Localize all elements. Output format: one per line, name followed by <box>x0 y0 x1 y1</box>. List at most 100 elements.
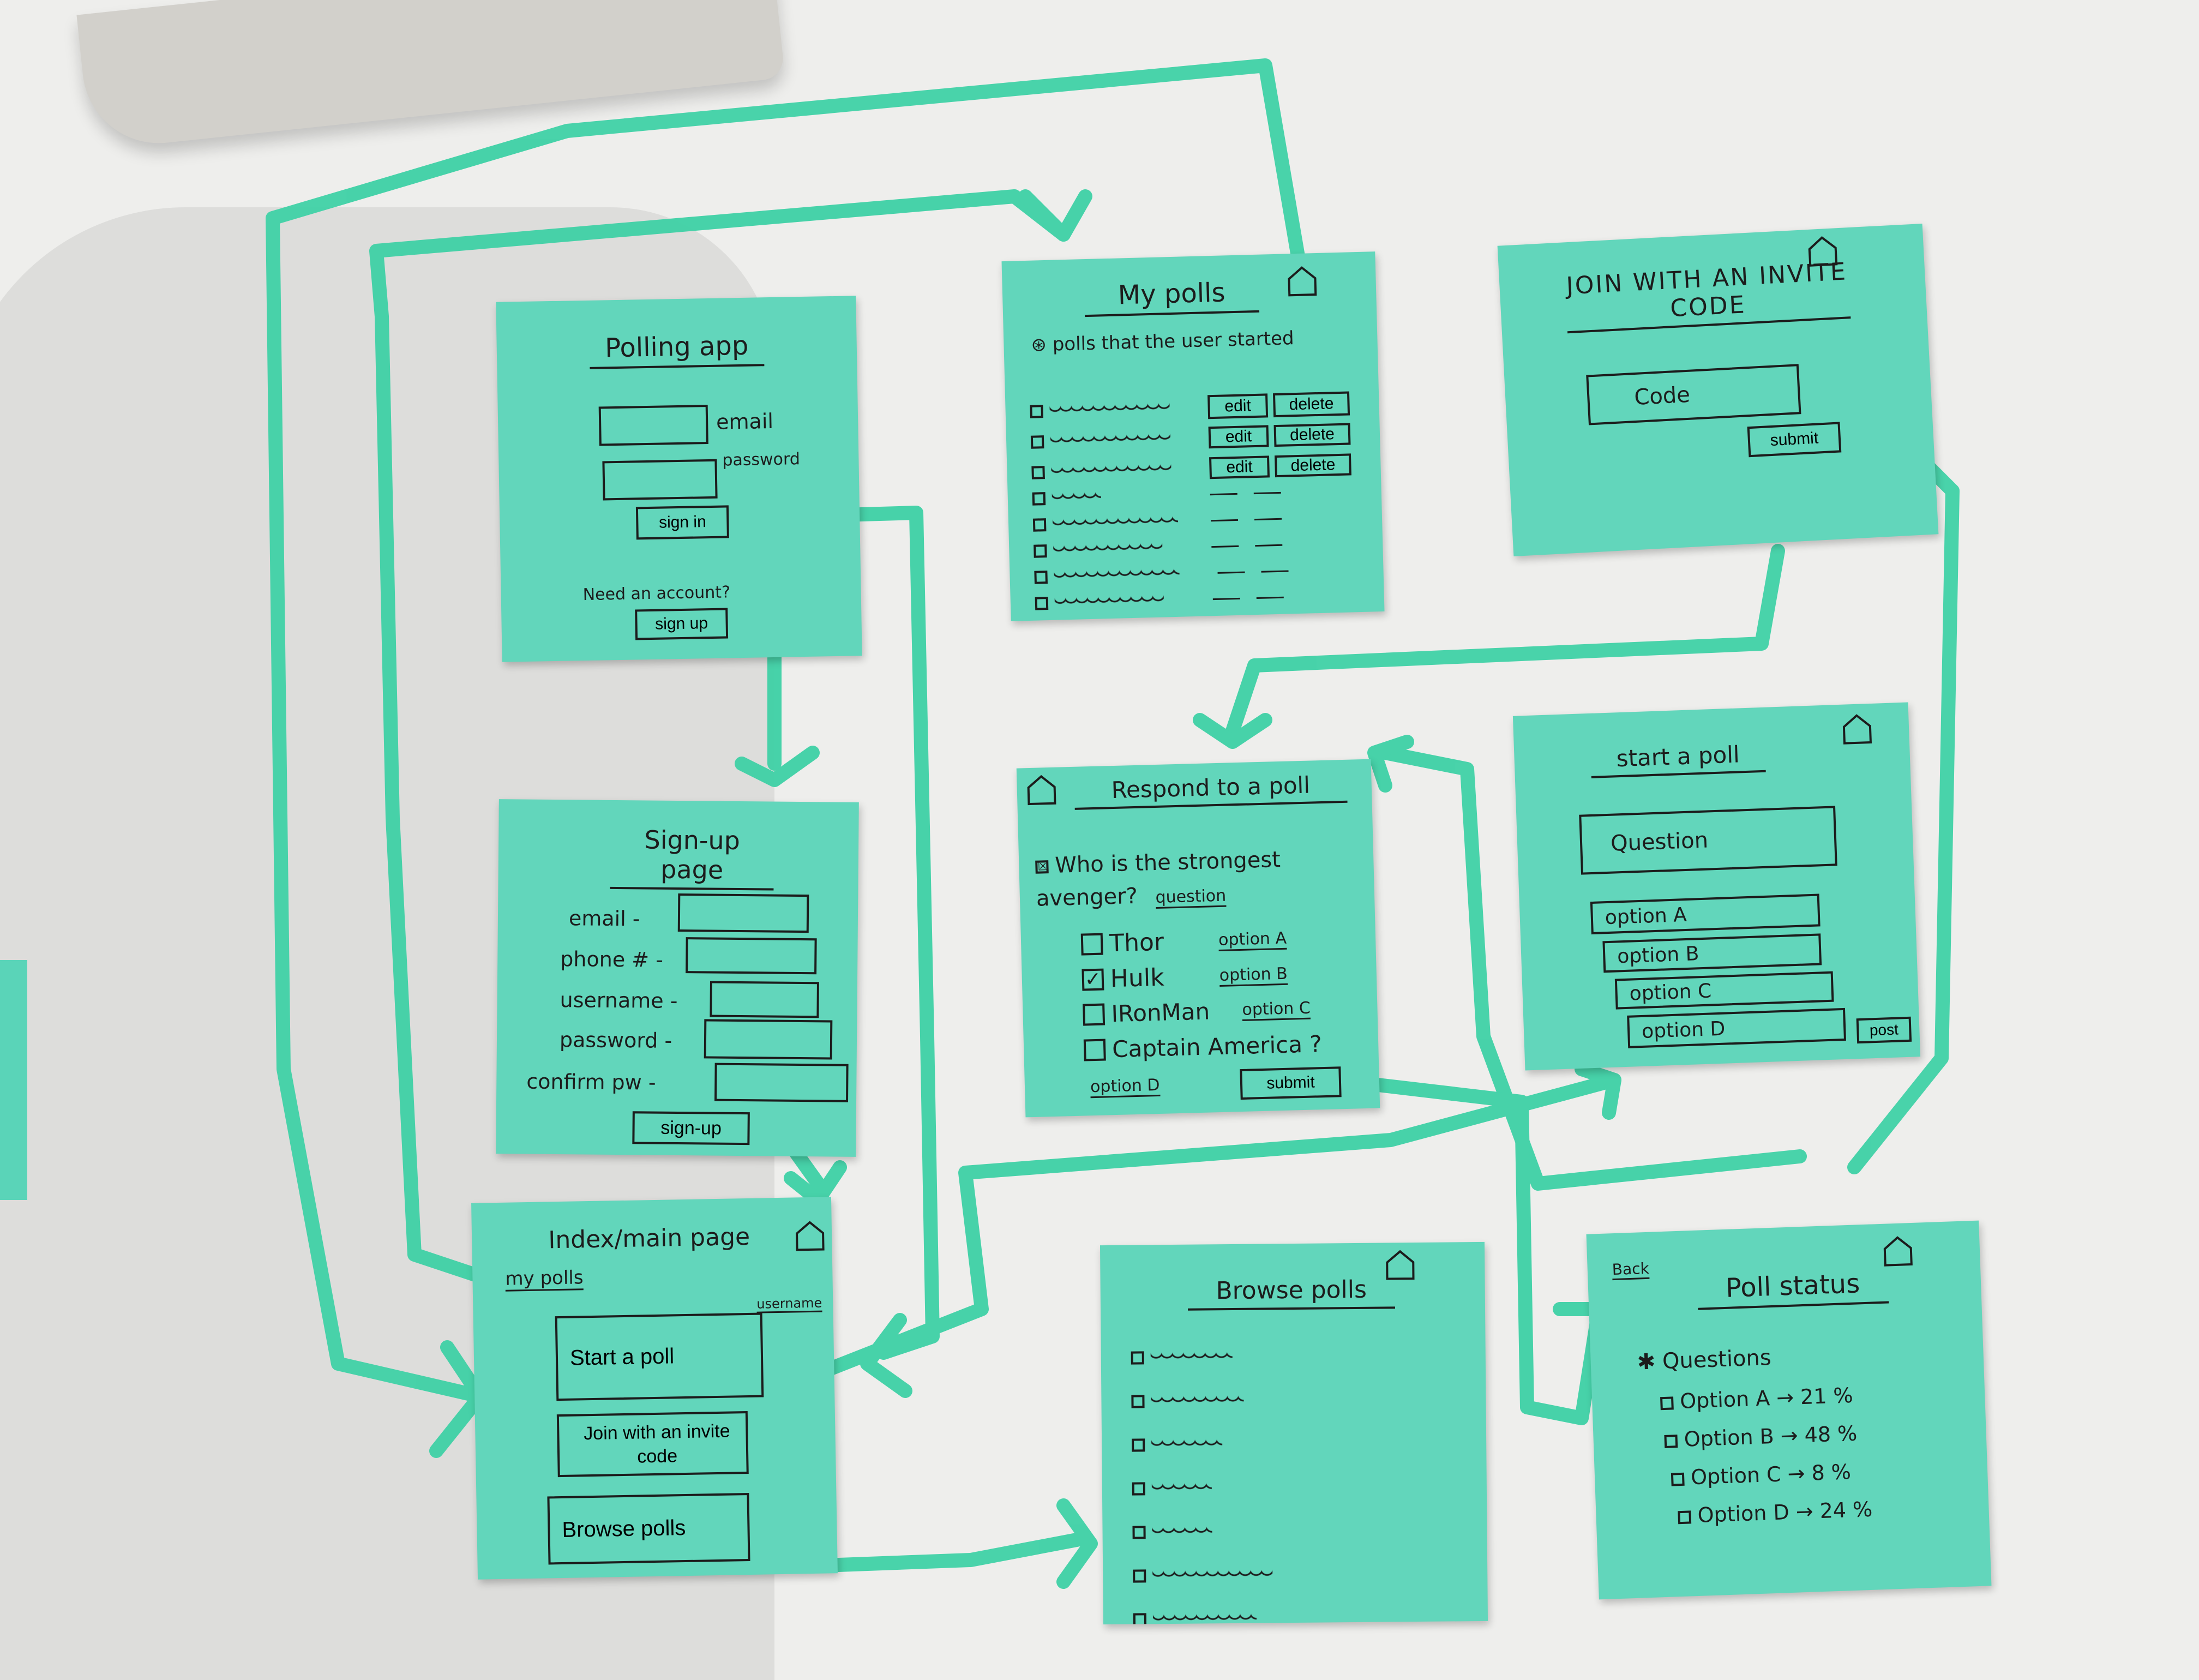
checkbox[interactable] <box>1030 405 1044 418</box>
question-input[interactable]: Question <box>1579 806 1837 875</box>
post-button[interactable]: post <box>1856 1016 1912 1044</box>
join-submit-button[interactable]: submit <box>1747 422 1842 458</box>
start-poll-button[interactable]: Start a poll <box>555 1312 764 1401</box>
poll-name-scribble <box>1151 1483 1212 1495</box>
list-item[interactable] <box>1131 1394 1244 1408</box>
option-row-ironman[interactable]: IRonMan option C <box>1083 995 1311 1028</box>
sticky-start-poll: start a poll Question option A option B … <box>1512 702 1921 1071</box>
checkbox[interactable] <box>1032 518 1047 532</box>
browse-polls-button[interactable]: Browse polls <box>547 1493 750 1565</box>
list-item[interactable] <box>1034 565 1289 584</box>
signup-confirm-field[interactable] <box>714 1063 849 1102</box>
option-c-input[interactable]: option C <box>1614 971 1834 1010</box>
signup-username-label: username - <box>560 988 678 1013</box>
join-title: JOIN WITH AN INVITE CODE <box>1564 257 1851 334</box>
delete-button[interactable]: delete <box>1274 453 1351 478</box>
list-item[interactable] <box>1034 538 1283 558</box>
checkbox[interactable] <box>1034 544 1047 558</box>
checkbox[interactable] <box>1132 1482 1145 1496</box>
checkbox[interactable] <box>1133 1613 1147 1625</box>
house-icon[interactable] <box>794 1219 827 1252</box>
checkbox[interactable] <box>1132 1526 1146 1539</box>
my-polls-subtitle: ⊛ polls that the user started <box>1031 326 1337 356</box>
blank-edit <box>1217 571 1245 574</box>
signup-username-field[interactable] <box>710 981 819 1018</box>
signup-password-label: password - <box>559 1028 672 1053</box>
poll-name-scribble <box>1053 542 1163 556</box>
option-b-input[interactable]: option B <box>1602 933 1822 973</box>
browse-list <box>1131 1348 1458 1625</box>
checkbox[interactable] <box>1034 571 1048 584</box>
option-label: Captain America ? <box>1111 1030 1323 1063</box>
delete-button[interactable]: delete <box>1272 391 1350 418</box>
option-d-input[interactable]: option D <box>1627 1007 1847 1048</box>
list-item[interactable] <box>1132 1438 1223 1452</box>
sticky-index-main: Index/main page my polls username Start … <box>471 1197 838 1580</box>
list-item[interactable]: edit delete <box>1030 423 1351 453</box>
invite-code-input[interactable]: Code <box>1586 364 1801 425</box>
checkbox[interactable] <box>1032 492 1046 506</box>
my-polls-link[interactable]: my polls <box>505 1267 584 1292</box>
radio-checkbox[interactable] <box>1083 1003 1105 1026</box>
house-icon[interactable] <box>1805 233 1840 268</box>
arrow-start-back <box>1378 746 1807 1191</box>
option-row-thor[interactable]: Thor option A <box>1080 925 1287 958</box>
my-polls-title: My polls <box>1084 276 1260 317</box>
signup-email-field[interactable] <box>677 893 809 933</box>
list-item[interactable] <box>1131 1351 1233 1365</box>
option-row-captain[interactable]: Captain America ? <box>1083 1030 1323 1063</box>
status-title: Poll status <box>1697 1267 1889 1310</box>
checkbox[interactable] <box>1030 435 1044 449</box>
edit-button[interactable]: edit <box>1207 393 1269 419</box>
signup-phone-field[interactable] <box>686 937 817 975</box>
password-label: password <box>722 449 801 470</box>
signup-password-field[interactable] <box>704 1019 833 1060</box>
radio-checkbox[interactable] <box>1083 1039 1106 1061</box>
checkbox[interactable] <box>1131 1395 1145 1408</box>
back-link[interactable]: Back <box>1612 1259 1650 1281</box>
list-item[interactable] <box>1132 1525 1212 1539</box>
sticky-join-invite: JOIN WITH AN INVITE CODE Code submit <box>1497 223 1939 557</box>
edit-button[interactable]: edit <box>1209 455 1270 479</box>
list-item[interactable]: edit delete <box>1030 391 1350 423</box>
join-invite-label: Join with an invite code <box>583 1420 730 1467</box>
username-link[interactable]: username <box>756 1295 822 1313</box>
house-icon[interactable] <box>1881 1234 1915 1268</box>
sticky-polling-app: Polling app email password sign in Need … <box>496 296 862 662</box>
polling-app-title: Polling app <box>589 330 765 369</box>
radio-checkbox-checked[interactable]: ✓ <box>1082 968 1104 991</box>
checkbox[interactable] <box>1131 1351 1144 1365</box>
list-item[interactable] <box>1133 1612 1257 1625</box>
list-item[interactable] <box>1035 591 1284 610</box>
radio-checkbox[interactable] <box>1080 933 1103 956</box>
list-item[interactable]: edit delete <box>1031 453 1351 483</box>
house-icon[interactable] <box>1285 264 1319 298</box>
house-icon[interactable] <box>1840 712 1874 746</box>
edit-button[interactable]: edit <box>1208 425 1269 449</box>
sign-up-button[interactable]: sign up <box>635 608 729 640</box>
list-item[interactable] <box>1133 1568 1273 1583</box>
option-tag: option A <box>1218 928 1287 951</box>
checkbox[interactable] <box>1035 597 1049 610</box>
password-field[interactable] <box>602 459 718 501</box>
list-item[interactable] <box>1132 1481 1212 1496</box>
checkbox[interactable] <box>1031 466 1045 479</box>
house-icon[interactable] <box>1025 773 1059 807</box>
checkbox <box>1671 1472 1685 1486</box>
signup-submit-button[interactable]: sign-up <box>632 1111 750 1145</box>
join-invite-button[interactable]: Join with an invite code <box>556 1411 749 1478</box>
sticky-poll-status: Back Poll status ✱ Questions Option A → … <box>1586 1220 1992 1600</box>
poll-name-scribble <box>1152 1569 1273 1582</box>
poll-name-scribble <box>1152 1526 1212 1538</box>
list-item[interactable] <box>1032 486 1281 506</box>
checkbox[interactable] <box>1132 1438 1145 1452</box>
list-item[interactable] <box>1032 512 1282 532</box>
option-row-hulk[interactable]: ✓ Hulk option B <box>1082 961 1288 994</box>
checkbox[interactable] <box>1133 1569 1146 1583</box>
respond-submit-button[interactable]: submit <box>1240 1066 1342 1100</box>
email-field[interactable] <box>598 405 708 446</box>
option-a-input[interactable]: option A <box>1590 893 1821 935</box>
sign-in-button[interactable]: sign in <box>635 505 729 540</box>
house-icon[interactable] <box>1384 1248 1417 1281</box>
delete-button[interactable]: delete <box>1273 423 1351 447</box>
